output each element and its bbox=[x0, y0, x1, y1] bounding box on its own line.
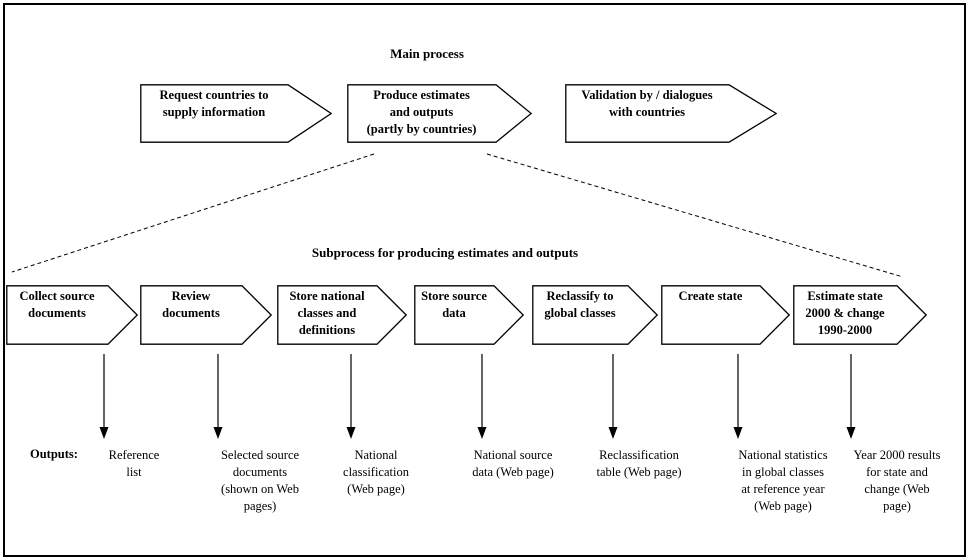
subprocess-step-2-label: Review documents bbox=[162, 289, 220, 320]
output-item-7: Year 2000 results for state and change (… bbox=[853, 448, 941, 513]
outputs-label: Outputs: bbox=[30, 447, 78, 461]
subprocess-step-4-shape bbox=[414, 285, 524, 345]
output-item-6: National statistics in global classes at… bbox=[738, 448, 828, 513]
main-step-3-label: Validation by / dialogues with countries bbox=[581, 88, 713, 119]
subprocess-step-7-label: Estimate state 2000 & change 1990-2000 bbox=[805, 289, 885, 337]
subprocess-step-3-label: Store national classes and definitions bbox=[289, 289, 365, 337]
down-arrow-1 bbox=[99, 354, 109, 439]
down-arrow-2 bbox=[213, 354, 223, 439]
down-arrow-5 bbox=[608, 354, 618, 439]
subprocess-step-6: Create state bbox=[661, 285, 790, 345]
subprocess-step-5-label: Reclassify to global classes bbox=[544, 289, 616, 320]
subprocess-step-7: Estimate state 2000 & change 1990-2000 bbox=[793, 285, 927, 345]
main-step-3: Validation by / dialogues with countries bbox=[565, 84, 777, 143]
output-item-2: Selected source documents (shown on Web … bbox=[220, 448, 300, 513]
output-item-5: Reclassification table (Web page) bbox=[596, 448, 682, 479]
subprocess-step-1-label: Collect source documents bbox=[19, 289, 95, 320]
dashed-connector-right bbox=[486, 153, 904, 278]
main-process-title: Main process bbox=[390, 46, 464, 61]
main-step-1: Request countries to supply information bbox=[140, 84, 332, 143]
subprocess-step-7-shape bbox=[793, 285, 927, 345]
subprocess-step-1-shape bbox=[6, 285, 138, 345]
main-step-1-shape bbox=[140, 84, 332, 143]
subprocess-step-5: Reclassify to global classes bbox=[532, 285, 658, 345]
down-arrow-6 bbox=[733, 354, 743, 439]
subprocess-step-2-shape bbox=[140, 285, 272, 345]
subprocess-step-3: Store national classes and definitions bbox=[277, 285, 407, 345]
subprocess-step-6-label: Create state bbox=[678, 289, 743, 303]
down-arrow-7 bbox=[846, 354, 856, 439]
subprocess-step-1: Collect source documents bbox=[6, 285, 138, 345]
subprocess-step-3-shape bbox=[277, 285, 407, 345]
main-step-2-label: Produce estimates and outputs (partly by… bbox=[366, 88, 477, 136]
page-border bbox=[3, 3, 966, 557]
subprocess-step-6-shape bbox=[661, 285, 790, 345]
output-item-1: Reference list bbox=[108, 448, 160, 479]
subprocess-step-5-shape bbox=[532, 285, 658, 345]
main-step-1-label: Request countries to supply information bbox=[159, 88, 269, 119]
subprocess-step-4: Store source data bbox=[414, 285, 524, 345]
subprocess-title: Subprocess for producing estimates and o… bbox=[311, 245, 579, 260]
down-arrow-4 bbox=[477, 354, 487, 439]
dashed-connector-left bbox=[11, 153, 375, 273]
subprocess-step-4-label: Store source data bbox=[421, 289, 487, 320]
main-step-3-shape bbox=[565, 84, 777, 143]
down-arrow-3 bbox=[346, 354, 356, 439]
output-item-4: National source data (Web page) bbox=[472, 448, 554, 479]
main-step-2-shape bbox=[347, 84, 532, 143]
output-item-3: National classification (Web page) bbox=[343, 448, 409, 496]
main-step-2: Produce estimates and outputs (partly by… bbox=[347, 84, 532, 143]
subprocess-step-2: Review documents bbox=[140, 285, 272, 345]
